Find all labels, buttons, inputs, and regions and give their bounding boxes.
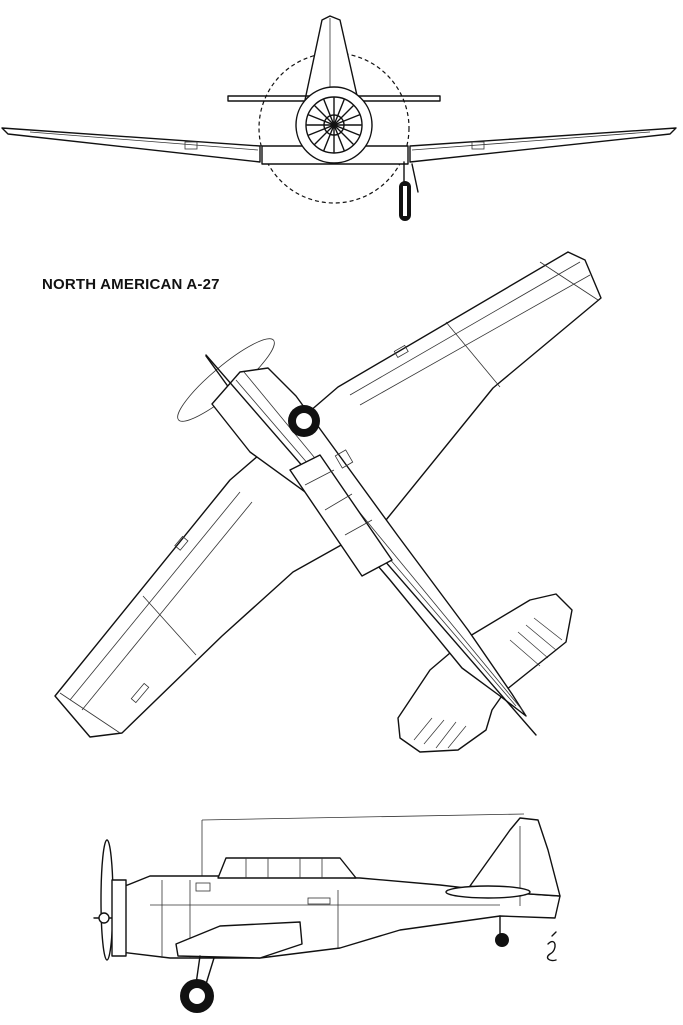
side-fin (469, 817, 561, 897)
engine-cylinders (306, 97, 362, 153)
front-wing (1, 127, 677, 163)
top-view (54, 251, 602, 753)
drawing-title: NORTH AMERICAN A-27 (42, 276, 220, 293)
front-view (1, 15, 677, 221)
side-view (93, 813, 561, 1013)
artist-mark (546, 931, 557, 962)
side-wing (175, 921, 303, 959)
side-tailplane (445, 885, 531, 899)
side-tail-wheel (495, 933, 509, 947)
front-stabilizer (227, 95, 441, 102)
side-propeller (100, 839, 114, 961)
top-canopy (289, 454, 393, 577)
elevator-hatching (413, 617, 563, 749)
side-canopy (217, 857, 357, 879)
